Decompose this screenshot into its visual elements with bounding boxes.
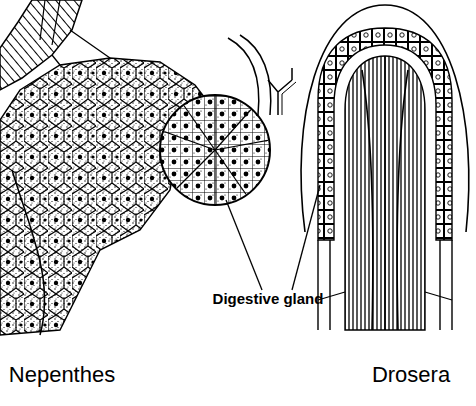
leader-line: [292, 185, 320, 290]
species-caption: Nepenthes: [9, 363, 115, 387]
leader-line: [226, 200, 262, 290]
species-caption: Drosera: [372, 363, 450, 387]
callout-label: Digestive gland: [213, 291, 324, 308]
